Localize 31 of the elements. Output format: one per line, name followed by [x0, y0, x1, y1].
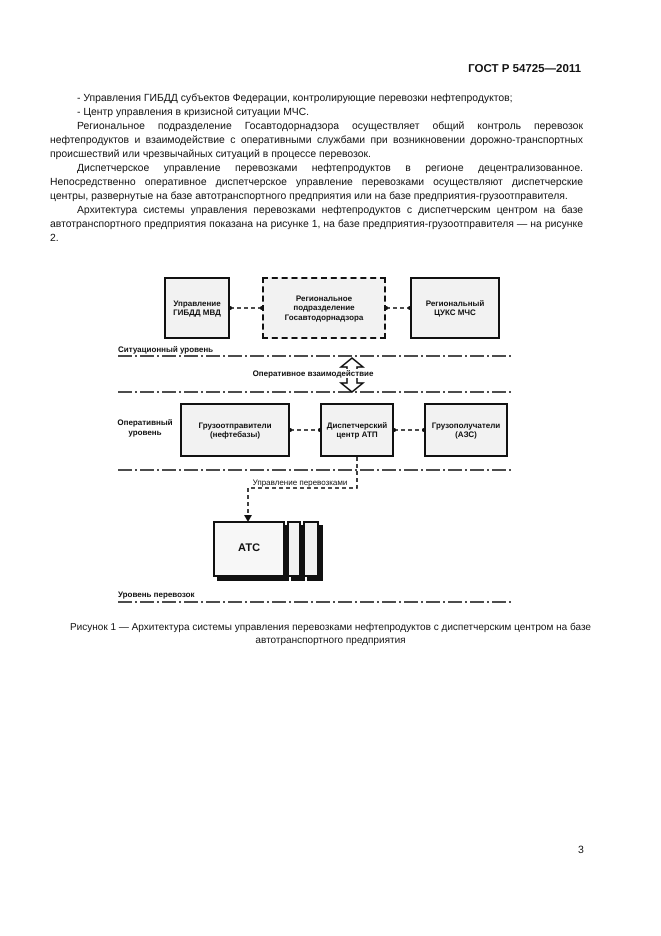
connector	[288, 428, 322, 432]
process-box	[262, 277, 386, 339]
body-paragraph: Архитектура системы управления перевозками нефтепродуктов с диспетчерским центром на базе автотранспортного предприятия показана на рисунке 1, на базе предприятия-грузоотправителя — на рисунке 2.	[50, 204, 583, 246]
box-text: Грузополучатели (АЗС)	[430, 420, 502, 440]
connector	[244, 457, 358, 522]
level-label: Уровень перевозок	[118, 590, 195, 599]
process-box	[180, 403, 290, 457]
body-paragraph: Региональное подразделение Госавтодорнадзора осуществляет общий контроль перевозок нефтепродуктов и взаимодействие с оперативными службами при возникновении дорожно-транспортных происшествий или чрезвычайных ситуаций в процессе перевозок.	[50, 120, 583, 162]
level-label: Ситуационный уровень	[118, 345, 214, 354]
bullet-item: - Управления ГИБДД субъектов Федерации, контролирующие перевозки нефтепродуктов;	[76, 92, 514, 106]
process-box	[164, 277, 230, 339]
edge-label: Оперативное взаимодействие	[250, 369, 376, 378]
connector	[392, 428, 426, 432]
process-box	[320, 403, 394, 457]
body-paragraph: Диспетчерское управление перевозками нефтепродуктов в регионе децентрализованное. Непосредственно оперативное диспетчерское управление перевозками осуществляют диспетчерские центры, развернутые на базе автотранспортного предприятия или на базе предприятия-грузоотправителя.	[50, 162, 583, 204]
connector	[228, 306, 264, 310]
edge-label: Управление перевозками	[250, 478, 350, 487]
box-text: Региональный ЦУКС МЧС	[424, 298, 486, 318]
process-box	[410, 277, 500, 339]
figure-caption: Рисунок 1 — Архитектура системы управления перевозками нефтепродуктов с диспетчерским центром на базе автотранспортного предприятия	[69, 621, 592, 647]
box-text: Управление ГИБДД МВД	[172, 298, 222, 318]
process-box	[424, 403, 508, 457]
document-header: ГОСТ Р 54725—2011	[468, 63, 581, 75]
box-text: Региональное подразделение Госавтодорнадзора	[284, 294, 364, 322]
level-label: Оперативный уровень	[116, 418, 174, 438]
connector	[384, 306, 412, 310]
box-text: Диспетчерский центр АТП	[326, 420, 388, 440]
box-text: Грузоотправители (нефтебазы)	[198, 420, 272, 440]
page-number: 3	[578, 844, 584, 856]
box-text: АТС	[238, 544, 260, 554]
bullet-item: - Центр управления в кризисной ситуации МЧС.	[76, 106, 310, 120]
